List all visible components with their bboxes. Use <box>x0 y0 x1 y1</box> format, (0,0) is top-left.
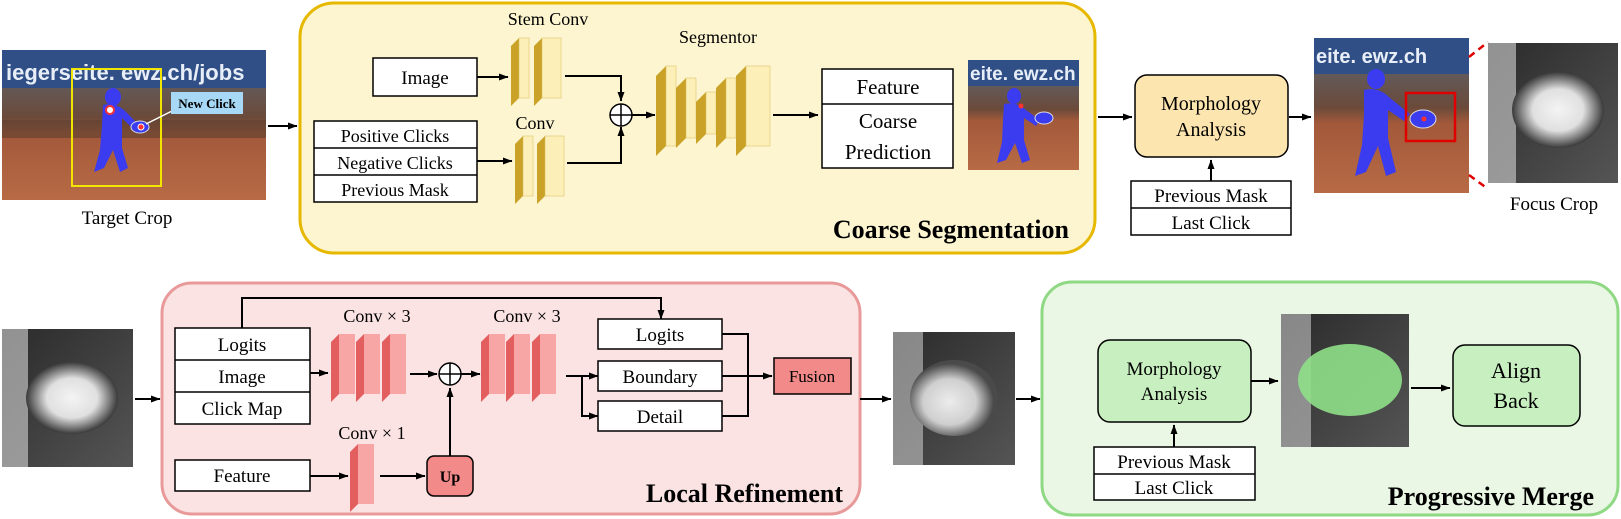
coarse-outputs-box: Feature Coarse Prediction <box>821 68 954 169</box>
sum-operator <box>609 103 633 127</box>
negative-clicks-label: Negative Clicks <box>337 153 452 173</box>
local-inputs: Logits Image Click Map <box>174 327 311 425</box>
positive-clicks-label: Positive Clicks <box>341 126 450 146</box>
new-click-marker <box>137 123 145 131</box>
refined-crop-image <box>893 332 1015 465</box>
focus-selection-banner: eite. ewz.ch <box>1316 46 1427 68</box>
coarse-prediction-line1: Coarse <box>859 109 917 133</box>
coarse-click-inputs: Positive Clicks Negative Clicks Previous… <box>313 120 478 203</box>
fusion-label: Fusion <box>789 367 836 386</box>
morphology-bottom-inputs: Previous Mask Last Click <box>1093 446 1256 501</box>
focus-crop-box <box>1404 91 1457 143</box>
feature-output-label: Feature <box>857 75 920 99</box>
conv-x3-a-block <box>331 334 406 402</box>
new-click-label: New Click <box>178 96 236 111</box>
fusion-block <box>773 357 852 395</box>
logits-head-label: Logits <box>636 325 685 346</box>
local-logits-label: Logits <box>218 335 267 356</box>
segmentor-block <box>656 65 771 156</box>
local-feature-label: Feature <box>214 466 271 487</box>
morph-top-previous-mask: Previous Mask <box>1154 186 1268 207</box>
coarse-thumb-banner: eite. ewz.ch <box>970 64 1076 85</box>
focus-crop-image <box>1488 43 1618 183</box>
click-marker <box>105 105 115 115</box>
target-crop-box <box>71 68 162 187</box>
morph-bottom-previous-mask: Previous Mask <box>1117 452 1231 473</box>
focus-crop-input-image <box>2 329 133 467</box>
target-crop-caption: Target Crop <box>82 208 173 229</box>
conv-x3-b-block <box>481 334 556 402</box>
coarse-image-label: Image <box>401 68 448 89</box>
progressive-merge-title: Progressive Merge <box>1388 482 1594 511</box>
conv-x3-b-label: Conv × 3 <box>493 306 560 326</box>
morphology-top-line1: Morphology <box>1161 93 1261 115</box>
morphology-top-inputs: Previous Mask Last Click <box>1130 180 1292 236</box>
merged-mask-image <box>1281 314 1409 447</box>
previous-mask-label: Previous Mask <box>341 180 449 200</box>
morphology-analysis-top <box>1134 74 1289 158</box>
coarse-image-input <box>372 57 478 97</box>
conv-label: Conv <box>515 113 554 133</box>
stem-conv-block <box>511 37 562 106</box>
focus-selection-image: eite. ewz.ch <box>1314 38 1469 193</box>
logits-head <box>597 318 723 350</box>
align-back-line1: Align <box>1491 358 1541 383</box>
sum-operator-local <box>438 362 462 386</box>
target-crop-image: iegerseite. ewz.ch/jobs New Click <box>2 50 266 200</box>
player-body <box>94 104 138 172</box>
upsample-label: Up <box>440 469 461 486</box>
local-feature-input <box>174 459 311 492</box>
segmentor-label: Segmentor <box>679 27 757 47</box>
new-click-tag <box>171 92 243 114</box>
coarse-segmentation-title: Coarse Segmentation <box>833 215 1070 244</box>
align-back-line2: Back <box>1493 388 1538 413</box>
morphology-bottom-line2: Analysis <box>1141 384 1208 405</box>
align-back-block <box>1452 344 1581 427</box>
detail-head <box>597 400 723 432</box>
conv-x1-block <box>350 444 374 512</box>
coarse-prediction-thumbnail: eite. ewz.ch <box>968 60 1079 170</box>
conv-block <box>515 135 565 204</box>
morphology-bottom-line1: Morphology <box>1127 359 1223 380</box>
stem-conv-label: Stem Conv <box>508 9 589 29</box>
detail-head-label: Detail <box>637 407 683 428</box>
conv-x3-a-label: Conv × 3 <box>343 306 410 326</box>
logits-skip-connection <box>241 297 665 328</box>
local-image-label: Image <box>218 367 265 388</box>
focus-crop-caption: Focus Crop <box>1510 194 1598 215</box>
morphology-top-line2: Analysis <box>1176 119 1246 141</box>
coarse-prediction-line2: Prediction <box>845 140 932 164</box>
morph-top-last-click: Last Click <box>1172 213 1251 234</box>
conv-x1-label: Conv × 1 <box>338 423 405 443</box>
boundary-head-label: Boundary <box>623 367 698 388</box>
morphology-analysis-bottom <box>1097 339 1252 423</box>
target-crop-banner: iegerseite. ewz.ch/jobs <box>6 60 244 85</box>
player-head <box>105 88 121 106</box>
local-click-map-label: Click Map <box>202 399 283 420</box>
local-refinement-title: Local Refinement <box>646 479 843 508</box>
morph-bottom-last-click: Last Click <box>1135 478 1214 499</box>
